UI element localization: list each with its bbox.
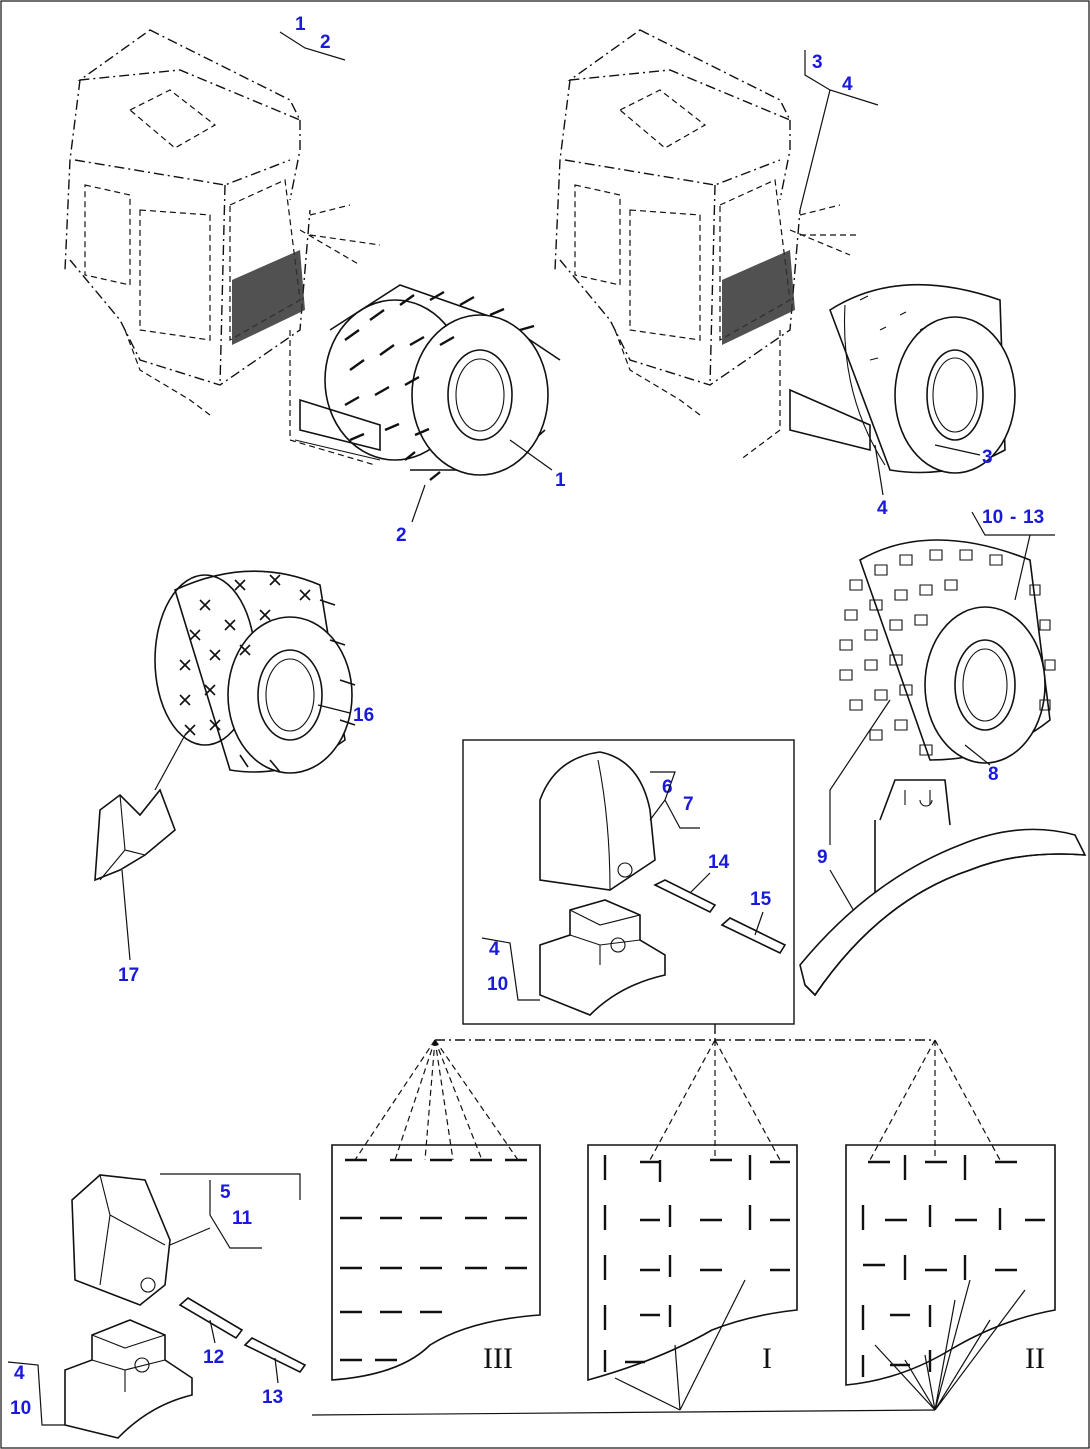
pin-15	[720, 917, 787, 955]
pattern-label-II: II	[1025, 1342, 1045, 1375]
callout-12: 12	[203, 1347, 224, 1368]
tip-detail-box	[462, 739, 795, 1025]
callout-14: 14	[708, 852, 730, 873]
callout-5: 5	[220, 1182, 231, 1203]
callout-8: 8	[988, 764, 999, 785]
callout-11: 11	[232, 1208, 253, 1229]
pin-13	[243, 1337, 307, 1374]
callout-1-top: 1	[295, 14, 306, 35]
pin-12	[178, 1297, 244, 1340]
tip-cap-5-11	[71, 1174, 171, 1306]
callout-7: 7	[683, 794, 694, 815]
scraper-blade	[799, 779, 1087, 997]
pattern-label-III: III	[483, 1342, 513, 1375]
callout-10-bottom: 10	[10, 1398, 31, 1419]
callout-1-drum: 1	[555, 470, 566, 491]
callout-9: 9	[817, 847, 828, 868]
pin-14	[653, 879, 717, 914]
callout-3-drum: 3	[982, 447, 993, 468]
callout-10-13-dash: -	[1010, 507, 1016, 528]
callout-10-box: 10	[487, 974, 508, 995]
callout-4-top: 4	[842, 74, 853, 95]
pattern-sheet-III: III	[331, 1039, 541, 1381]
callout-6: 6	[662, 777, 673, 798]
machine-smooth-drum-assembly	[554, 29, 1016, 474]
pad-foot-17	[94, 788, 176, 882]
tip-holder-4-10-bottom	[64, 1319, 193, 1439]
tip-cap-6-7	[539, 751, 656, 891]
callout-16: 16	[353, 705, 374, 726]
machine-padfoot-assembly	[64, 29, 561, 481]
drum-tips-assembly	[839, 539, 1056, 764]
callout-4-bottom: 4	[14, 1363, 25, 1384]
pattern-sheet-I: I	[587, 1039, 798, 1411]
callout-13: 13	[262, 1387, 283, 1408]
callout-15: 15	[750, 889, 772, 910]
tip-holder-4-10	[539, 899, 666, 1016]
callout-2-top: 2	[320, 32, 331, 53]
pattern-label-I: I	[762, 1342, 772, 1375]
callout-17: 17	[118, 965, 139, 986]
callout-4-drum: 4	[877, 498, 888, 519]
callout-3-top: 3	[812, 52, 823, 73]
pattern-sheet-II: II	[845, 1039, 1056, 1411]
callout-2-drum: 2	[396, 525, 407, 546]
sheepsfoot-drum-assembly	[154, 570, 356, 774]
callout-4-box: 4	[489, 939, 500, 960]
callout-10-13-from: 10	[982, 507, 1003, 528]
callout-10-13-to: 13	[1023, 507, 1044, 528]
